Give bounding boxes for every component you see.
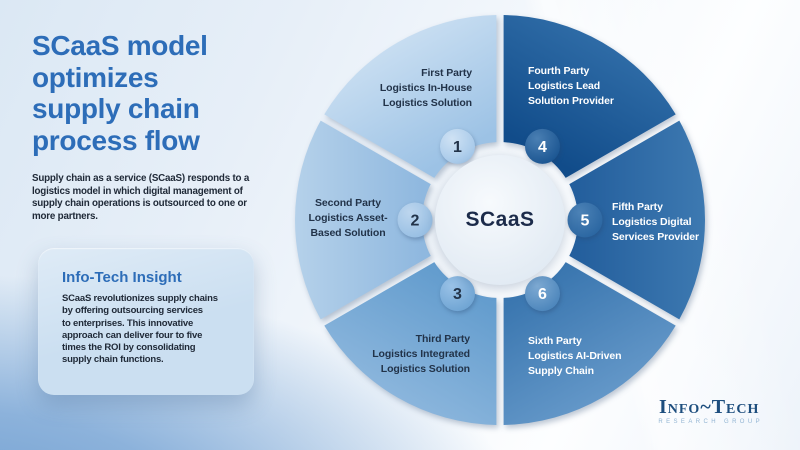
segment-number-5: 5 — [581, 213, 590, 230]
segment-number-3: 3 — [453, 286, 462, 303]
segment-2-badge — [397, 202, 433, 238]
segment-number-4: 4 — [538, 139, 547, 156]
logo-subtitle: RESEARCH GROUP — [658, 419, 763, 425]
segment-4-badge — [525, 128, 560, 164]
segment-5-badge — [567, 202, 603, 238]
wheel-center-circle — [435, 155, 565, 285]
wheel-center-label: SCaaS — [465, 208, 535, 231]
insight-card: Info-Tech Insight SCaaS revolutionizes s… — [38, 248, 254, 395]
intro-paragraph: Supply chain as a service (SCaaS) respon… — [32, 173, 250, 222]
infotech-logo: Info~Tech RESEARCH GROUP — [655, 397, 763, 425]
segment-label-4: Fourth Party Logistics Lead Solution Pro… — [528, 65, 614, 107]
segment-1-badge — [440, 128, 475, 164]
insight-body: SCaaS revolutionizes supply chains by of… — [62, 293, 218, 366]
segment-3-badge — [440, 276, 475, 312]
segment-label-1: First Party Logistics In-House Logistics… — [379, 67, 472, 109]
segment-number-2: 2 — [411, 213, 420, 230]
insight-heading: Info-Tech Insight — [62, 269, 182, 286]
segment-label-6: Sixth Party Logistics AI-Driven Supply C… — [528, 335, 622, 377]
logo-wordmark: Info~Tech — [658, 396, 760, 418]
segment-label-2: Second Party Logistics Asset- Based Solu… — [308, 197, 388, 239]
wheel-segment-2 — [295, 120, 431, 320]
segment-label-5: Fifth Party Logistics Digital Services P… — [612, 201, 700, 243]
segment-label-3: Third Party Logistics Integrated Logisti… — [372, 333, 470, 375]
segment-number-6: 6 — [538, 286, 547, 303]
segment-number-1: 1 — [453, 139, 462, 156]
segment-6-badge — [525, 276, 560, 312]
page-title: SCaaS model optimizes supply chain proce… — [32, 30, 208, 156]
wheel-segment-5 — [569, 120, 705, 320]
